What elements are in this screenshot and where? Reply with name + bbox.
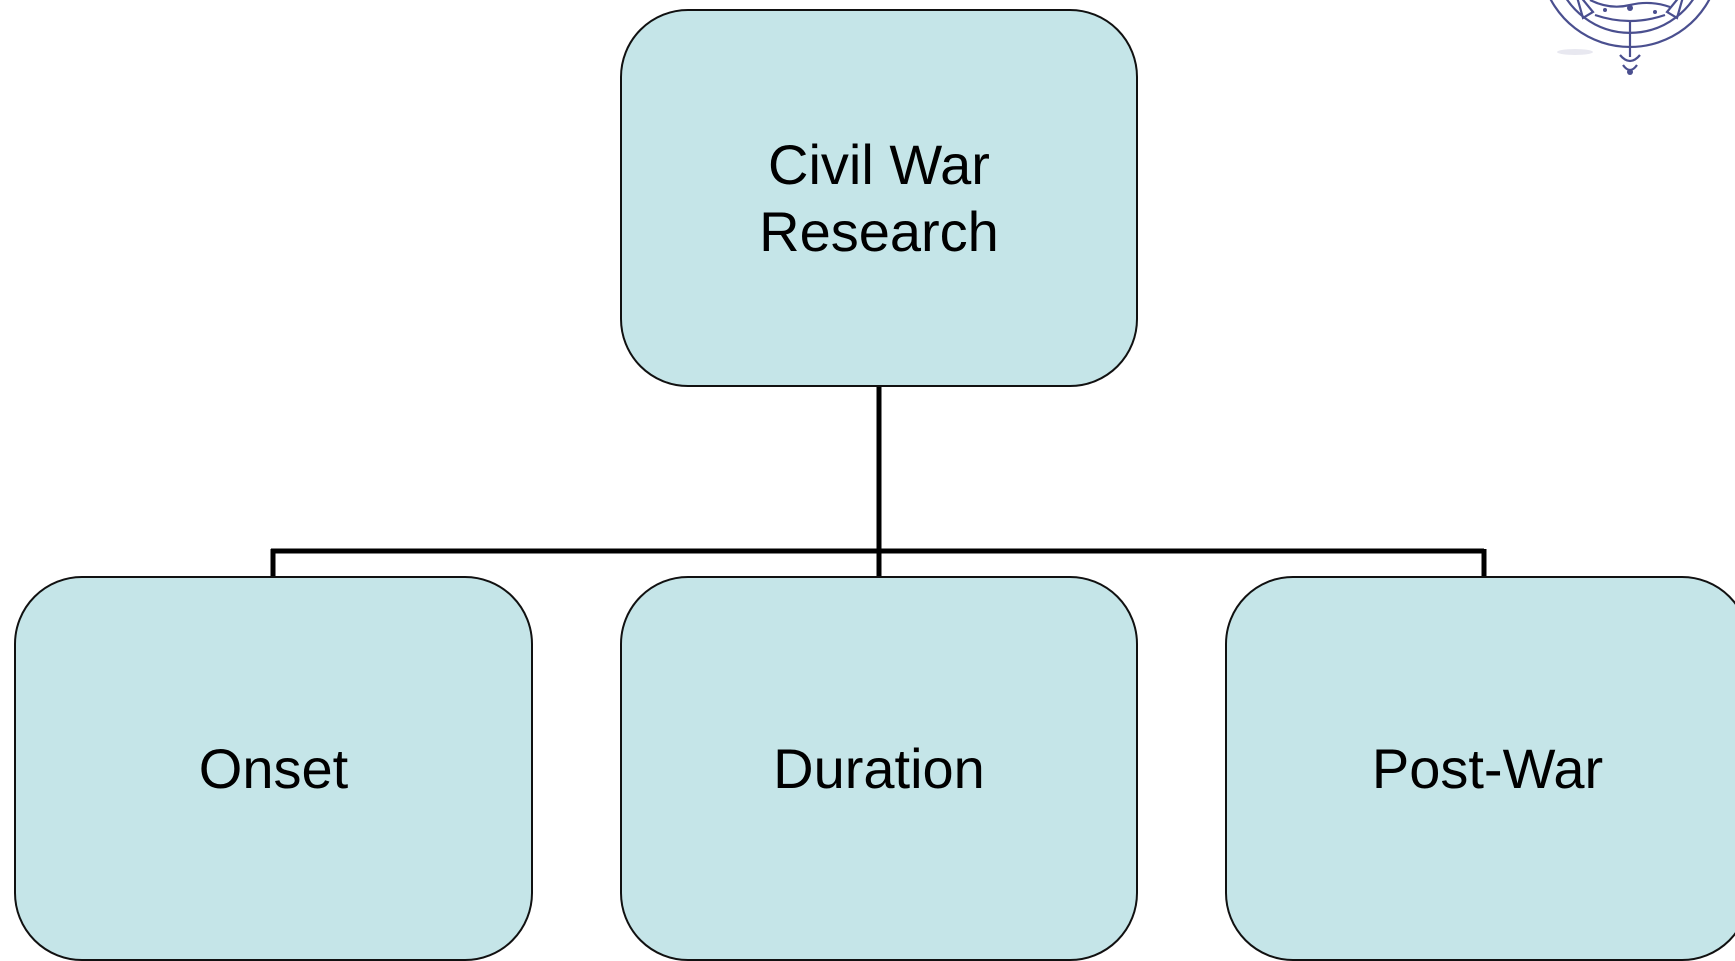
- root-node-label: Civil War Research: [759, 132, 999, 263]
- root-node-civil-war-research: Civil War Research: [620, 9, 1138, 387]
- child-node-post-war: Post-War: [1225, 576, 1735, 961]
- child-node-label-duration: Duration: [773, 736, 985, 800]
- child-node-duration: Duration: [620, 576, 1138, 961]
- child-node-label-post-war: Post-War: [1371, 736, 1604, 800]
- child-node-onset: Onset: [14, 576, 533, 961]
- child-node-label-onset: Onset: [198, 736, 349, 800]
- university-seal-icon: D I: [1549, 0, 1711, 75]
